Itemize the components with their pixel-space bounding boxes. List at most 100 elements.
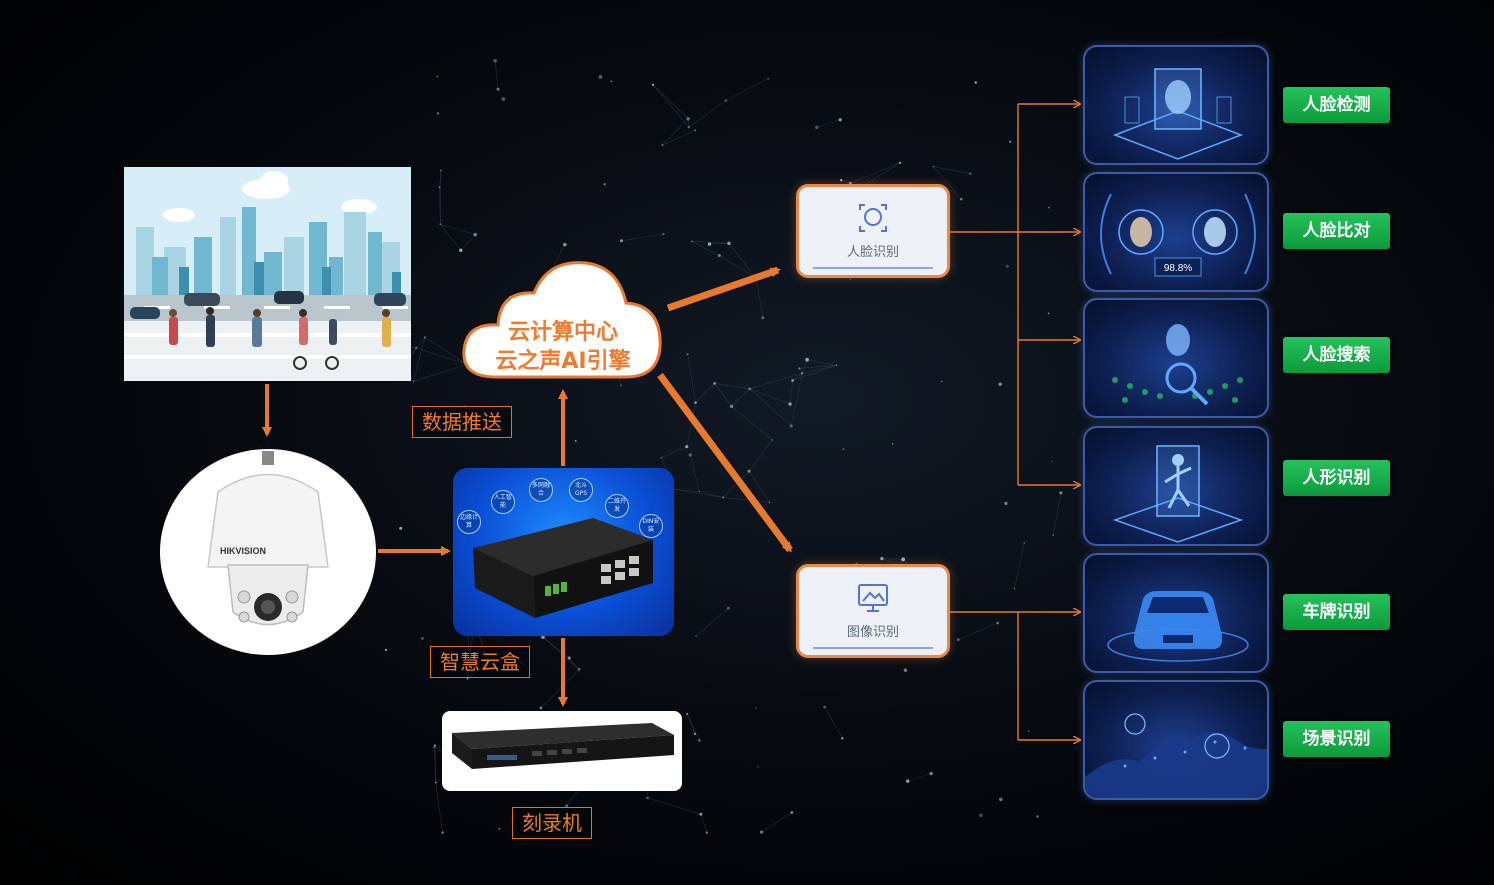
recorder-image (442, 711, 682, 791)
network-dot (729, 404, 734, 408)
feature-button-scene-recognition[interactable]: 场景识别 (1283, 721, 1390, 757)
network-dot (903, 668, 908, 673)
feature-button-human-detection[interactable]: 人形识别 (1283, 460, 1390, 496)
network-dot (688, 453, 692, 457)
network-dot (969, 172, 972, 175)
network-line (933, 166, 962, 200)
network-line (790, 373, 803, 426)
network-dot (434, 781, 437, 784)
network-dot (899, 161, 902, 164)
network-dot (423, 336, 426, 339)
network-line (662, 118, 689, 146)
network-dot (842, 448, 845, 451)
network-dot (941, 380, 943, 383)
network-dot (695, 635, 697, 638)
feature-button-face-comparison[interactable]: 人脸比对 (1283, 213, 1390, 249)
feature-button-face-detection[interactable]: 人脸检测 (1283, 87, 1390, 123)
network-dot (651, 83, 655, 87)
network-dot (705, 831, 709, 834)
box-badge: 二维开发 (605, 494, 629, 518)
network-line (435, 782, 443, 833)
tile-scene-recognition (1083, 680, 1269, 800)
tile-face-detection (1083, 45, 1269, 165)
network-dot (724, 99, 728, 102)
recorder-label: 刻录机 (512, 807, 592, 839)
network-dot (1036, 815, 1039, 818)
network-line (673, 488, 724, 498)
network-dot (999, 797, 1003, 802)
network-dot (1023, 542, 1026, 544)
network-dot (722, 496, 725, 499)
network-dot (1005, 264, 1009, 268)
network-dot (433, 746, 435, 748)
network-dot (399, 526, 403, 530)
feature-button-face-search[interactable]: 人脸搜索 (1283, 337, 1390, 373)
image-recognition-box: 图像识别 (796, 564, 950, 658)
network-dot (823, 705, 826, 709)
network-line (933, 166, 971, 174)
network-line (621, 233, 664, 242)
network-dot (755, 707, 757, 709)
network-line (695, 607, 729, 637)
smart-box-label: 智慧云盒 (430, 646, 530, 678)
network-dot (771, 439, 773, 441)
network-dot (759, 830, 764, 834)
network-dot (790, 811, 794, 814)
face-scan-icon (859, 204, 887, 232)
network-line (801, 359, 808, 374)
tile-plate-recognition (1083, 553, 1269, 673)
network-line (467, 628, 470, 679)
network-dot (436, 75, 439, 78)
network-line (542, 636, 570, 659)
network-dot (693, 732, 697, 735)
network-line (714, 383, 732, 407)
network-line (748, 439, 773, 472)
network-dot (694, 129, 697, 132)
network-dot (501, 97, 506, 101)
network-dot (791, 379, 794, 382)
network-dot (901, 557, 906, 562)
network-dot (959, 197, 963, 201)
network-dot (1013, 587, 1016, 590)
network-dot (415, 346, 418, 350)
network-dot (1050, 460, 1053, 463)
network-dot (686, 353, 689, 356)
network-dot (577, 668, 581, 671)
network-line (748, 471, 770, 503)
network-line (755, 277, 764, 318)
feature-button-plate-recognition[interactable]: 车牌识别 (1283, 594, 1390, 630)
network-dot (929, 771, 933, 776)
network-line (661, 446, 687, 459)
network-dot (433, 744, 437, 747)
network-line (789, 380, 793, 405)
street-scene-image (124, 167, 411, 381)
bracket-face (950, 104, 1080, 485)
image-recognition-text: 图像识别 (846, 625, 899, 640)
network-dot (646, 796, 649, 800)
network-dot (441, 831, 444, 834)
network-dot (767, 77, 770, 80)
network-line (440, 223, 476, 235)
network-dot (727, 241, 731, 246)
network-dot (1004, 501, 1008, 505)
network-dot (486, 662, 489, 664)
network-line (424, 337, 467, 365)
network-dot (493, 58, 498, 63)
network-line (686, 402, 696, 447)
network-dot (619, 239, 624, 243)
network-dot (978, 813, 983, 818)
network-dot (880, 556, 884, 561)
network-line (725, 78, 769, 101)
network-line (714, 383, 750, 390)
network-dot (567, 656, 571, 660)
arrow-cloud-to-image (657, 372, 793, 553)
network-line (792, 373, 803, 381)
network-line (728, 243, 757, 278)
network-dot (496, 87, 500, 91)
network-line (460, 234, 476, 251)
network-dot (839, 179, 843, 182)
box-badge: 北斗GPS (569, 478, 593, 502)
network-line (416, 347, 467, 365)
